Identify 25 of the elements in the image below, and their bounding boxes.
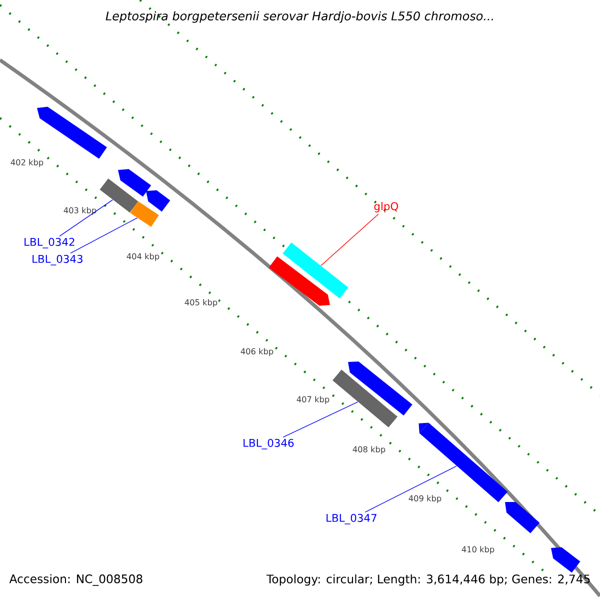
tick-label: 405 kbp (184, 298, 218, 308)
gene-bar (332, 370, 398, 428)
gene-bar (130, 201, 159, 227)
gene-bar (282, 242, 348, 299)
title: Leptospira borgpetersenii serovar Hardjo-bovis L550 chromoso... (106, 11, 493, 23)
genome-info: Topology: circular; Length: 3,614,446 bp; Genes: 2,745 (266, 574, 590, 586)
leader-line (320, 214, 379, 266)
tick-label: 402 kbp (10, 158, 44, 168)
leader-line (70, 218, 138, 254)
tick-label: 408 kbp (352, 445, 386, 455)
gene-label: LBL_0343 (32, 254, 82, 266)
leader-line (364, 466, 457, 513)
gene-label: LBL_0342 (24, 238, 74, 248)
leader-line (59, 200, 114, 237)
gene-bar (100, 178, 138, 213)
accession-text: Accession: NC_008508 (9, 574, 142, 586)
tick-label: 410 kbp (460, 545, 496, 555)
tick-label: 403 kbp (62, 206, 98, 216)
leader-line (282, 402, 358, 438)
gene-label: LBL_0346 (244, 438, 294, 450)
tick-label: 406 kbp (240, 347, 274, 357)
tick-label: 409 kbp (408, 494, 442, 504)
gene-label: glpQ (374, 202, 398, 212)
tick-label: 404 kbp (126, 252, 160, 262)
gene-label: LBL_0347 (326, 514, 376, 524)
